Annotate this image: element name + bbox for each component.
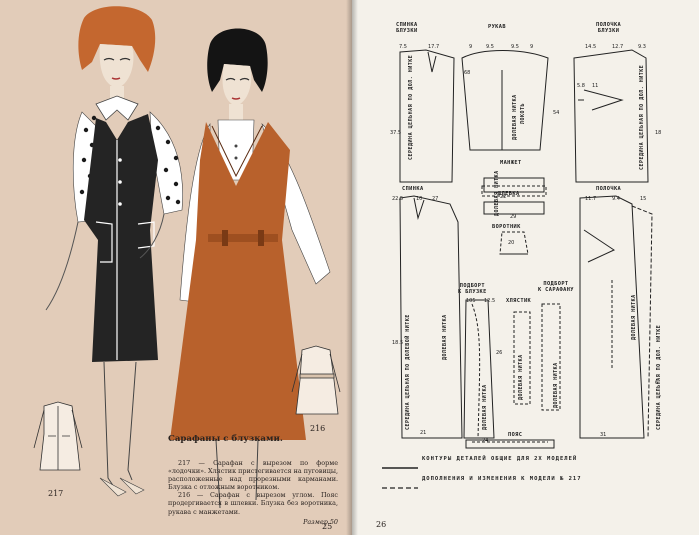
label-back-blouse: СПИНКА БЛУЗКИ (396, 22, 418, 34)
dim-4: 9.5 (486, 44, 494, 50)
dim-16: 22 (500, 194, 507, 200)
sketch-217 (33, 401, 83, 471)
label-blouse-facing: ПОДБОРТ К БЛУЗКЕ (458, 283, 487, 295)
label-grain-sleeve: ДОЛЕВАЯ НИТКА (512, 94, 518, 140)
dim-13: 5.8 (577, 83, 585, 89)
caption-title: Сарафаны с блузками. (168, 434, 283, 444)
label-belt: ПОЯС (508, 432, 523, 438)
dim-20: 10 (416, 196, 423, 202)
label-sundress-facing-text: ПОДБОРТ К САРАФАНУ (538, 281, 574, 293)
dim-8: 12.7 (612, 44, 624, 50)
dim-17: 29 (510, 214, 517, 220)
label-center-front-dress: СЕРЕДИНА ЦЕЛЬНАЯ ПО ДОЛ. НИТКЕ (656, 324, 662, 430)
label-center-front-blouse: СЕРЕДИНА ЦЕЛЬНАЯ ПО ДОЛ. НИТКЕ (639, 64, 645, 170)
left-page: 217 216 Сарафаны с блузками. 217 — Сараф… (0, 0, 352, 535)
label-center-back-dress: СЕРЕДИНА ЦЕЛЬНАЯ ПО ДОЛЕВОЙ НИТКЕ (405, 314, 411, 430)
label-sundress-facing: ПОДБОРТ К САРАФАНУ (538, 281, 574, 293)
right-page (352, 0, 699, 535)
legend-solid: КОНТУРЫ ДЕТАЛЕЙ ОБЩИЕ ДЛЯ 2Х МОДЕЛЕЙ (380, 456, 680, 476)
dim-14: 11 (592, 83, 599, 89)
dim-27: 18.5 (392, 340, 404, 346)
dim-24: 15 (640, 196, 647, 202)
dim-39: 6 (655, 380, 659, 386)
label-front-blouse: ПОЛОЧКА БЛУЗКИ (596, 22, 621, 34)
dim-41: 54 (553, 110, 560, 116)
label-back: СПИНКА (402, 186, 424, 192)
label-back-blouse-text: СПИНКА БЛУЗКИ (396, 22, 418, 34)
label-blouse-facing-text: ПОДБОРТ К БЛУЗКЕ (458, 283, 487, 295)
dim-19: 22.5 (392, 196, 404, 202)
model-number-216: 216 (310, 424, 326, 433)
model-number-217: 217 (48, 489, 64, 498)
label-strap: ХЛЯСТИК (506, 298, 532, 304)
label-sleeve: РУКАВ (488, 24, 506, 30)
caption: Сарафаны с блузками. 217 — Сарафан с выр… (168, 434, 338, 526)
label-collar: ВОРОТНИК (492, 224, 521, 230)
legend-dashed-text: ДОПОЛНЕНИЯ И ИЗМЕНЕНИЯ К МОДЕЛИ № 217 (422, 476, 582, 482)
figure-217 (45, 6, 183, 497)
dim-35: 31 (600, 432, 607, 438)
dim-12: 37.5 (390, 130, 402, 136)
dim-42: 68 (464, 70, 471, 76)
legend-dashed: ДОПОЛНЕНИЯ И ИЗМЕНЕНИЯ К МОДЕЛИ № 217 (380, 476, 680, 496)
dim-33: 26 (496, 350, 503, 356)
dim-5: 9.5 (511, 44, 519, 50)
dim-9: 9.3 (638, 44, 646, 50)
label-belt-loop: ШЛЕВКА (498, 191, 520, 197)
legend: КОНТУРЫ ДЕТАЛЕЙ ОБЩИЕ ДЛЯ 2Х МОДЕЛЕЙ ДОП… (380, 456, 680, 496)
label-cuff: МАНЖЕТ (500, 160, 522, 166)
label-grain-strap: ДОЛЕВАЯ НИТКА (518, 354, 524, 400)
page-number-right: 26 (376, 520, 387, 529)
dim-18: 20 (508, 240, 515, 246)
label-grain-facing: ДОЛЕВАЯ НИТКА (482, 384, 488, 430)
label-grain-front: ДОЛЕВАЯ НИТКА (631, 294, 637, 340)
dim-38: 18 (655, 130, 662, 136)
dim-31: 21 (420, 430, 427, 436)
caption-216: 216 — Сарафан с вырезом углом. Пояс прод… (168, 491, 338, 516)
label-front-blouse-text: ПОЛОЧКА БЛУЗКИ (596, 22, 622, 34)
dim-6: 9 (530, 44, 534, 50)
dim-23: 9.4 (612, 196, 620, 202)
dim-2: 17.7 (428, 44, 440, 50)
page-number-left: 25 (322, 522, 333, 531)
dim-22: 11.7 (585, 196, 597, 202)
pattern-drawing (382, 49, 653, 489)
label-front: ПОЛОЧКА (596, 186, 622, 192)
sketch-216 (291, 345, 341, 415)
legend-solid-text: КОНТУРЫ ДЕТАЛЕЙ ОБЩИЕ ДЛЯ 2Х МОДЕЛЕЙ (422, 456, 578, 462)
label-center-back-blouse: СЕРЕДИНА ЦЕЛЬНАЯ ПО ДОЛ. НИТКЕ (408, 54, 414, 160)
caption-217: 217 — Сарафан с вырезом по форме «лодочк… (168, 459, 338, 492)
label-grain-back: ДОЛЕВАЯ НИТКА (442, 314, 448, 360)
dim-28: 105 (466, 298, 476, 304)
figure-216 (170, 28, 331, 509)
dim-36: 24 (482, 438, 489, 444)
label-grain-sundress-facing: ДОЛЕВАЯ НИТКА (553, 362, 559, 408)
dim-1: 7.5 (399, 44, 407, 50)
dim-29: 12.5 (484, 298, 496, 304)
label-elbow: ЛОКОТЬ (520, 102, 526, 124)
fashion-illustration (33, 6, 341, 509)
dim-21: 27 (432, 196, 439, 202)
book-gutter (346, 0, 358, 535)
size-note: Размер 50 (303, 517, 338, 526)
dim-7: 14.5 (585, 44, 597, 50)
dim-3: 9 (469, 44, 473, 50)
